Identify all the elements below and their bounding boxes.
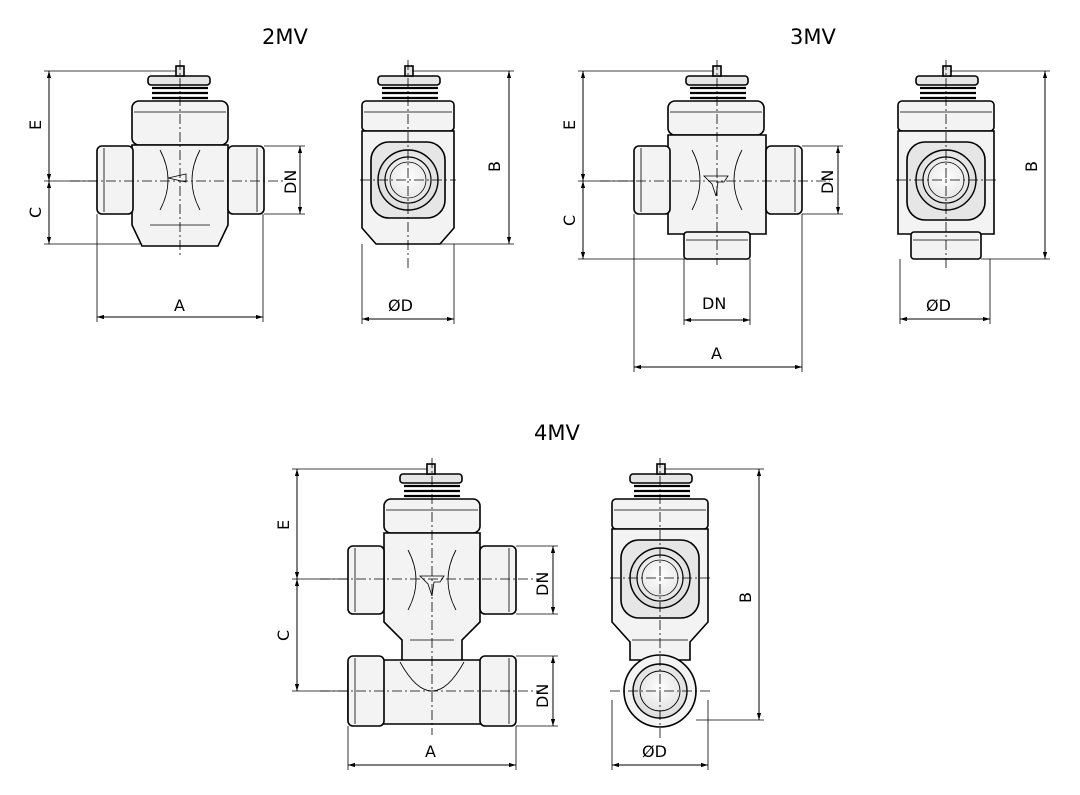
mv2-label-d: ØD [388, 296, 413, 315]
mv4-title: 4MV [534, 421, 580, 445]
mv4-label-dn-bottom: DN [533, 684, 552, 708]
mv4-label-e: E [274, 520, 293, 530]
mv4-label-dn-top: DN [533, 572, 552, 596]
mv4-label-a: A [425, 742, 436, 761]
mv2-front-view: E C A [26, 60, 305, 322]
mv3-label-e: E [560, 120, 579, 130]
mv2-label-b: B [485, 161, 504, 172]
mv3-side-view: B ØD [896, 60, 1050, 324]
mv4-group: 4MV E C [274, 421, 764, 770]
mv4-label-b: B [736, 592, 755, 603]
mv3-front-view: E C DN A [560, 60, 843, 372]
mv2-label-a: A [174, 296, 185, 315]
mv2-group: 2MV E C [26, 25, 514, 324]
mv3-label-b: B [1022, 161, 1041, 172]
mv2-title: 2MV [262, 25, 308, 49]
mv4-label-d: ØD [642, 742, 667, 761]
mv3-label-c: C [560, 215, 579, 226]
mv4-front-view: E C [274, 458, 558, 770]
mv2-side-view: B ØD [360, 60, 514, 324]
mv3-group: 3MV E C [560, 25, 1050, 372]
mv2-label-c: C [26, 207, 45, 218]
mv3-label-d: ØD [926, 296, 951, 315]
mv4-side-view: B ØD [610, 458, 764, 770]
mv2-label-dn: DN [281, 170, 300, 194]
mv2-label-e: E [26, 120, 45, 130]
mv3-label-a: A [711, 344, 722, 363]
mv3-label-dn-side: DN [818, 170, 837, 194]
mv4-label-c: C [274, 630, 293, 641]
mv3-title: 3MV [790, 25, 836, 49]
mv3-label-dn-bottom: DN [702, 294, 726, 313]
